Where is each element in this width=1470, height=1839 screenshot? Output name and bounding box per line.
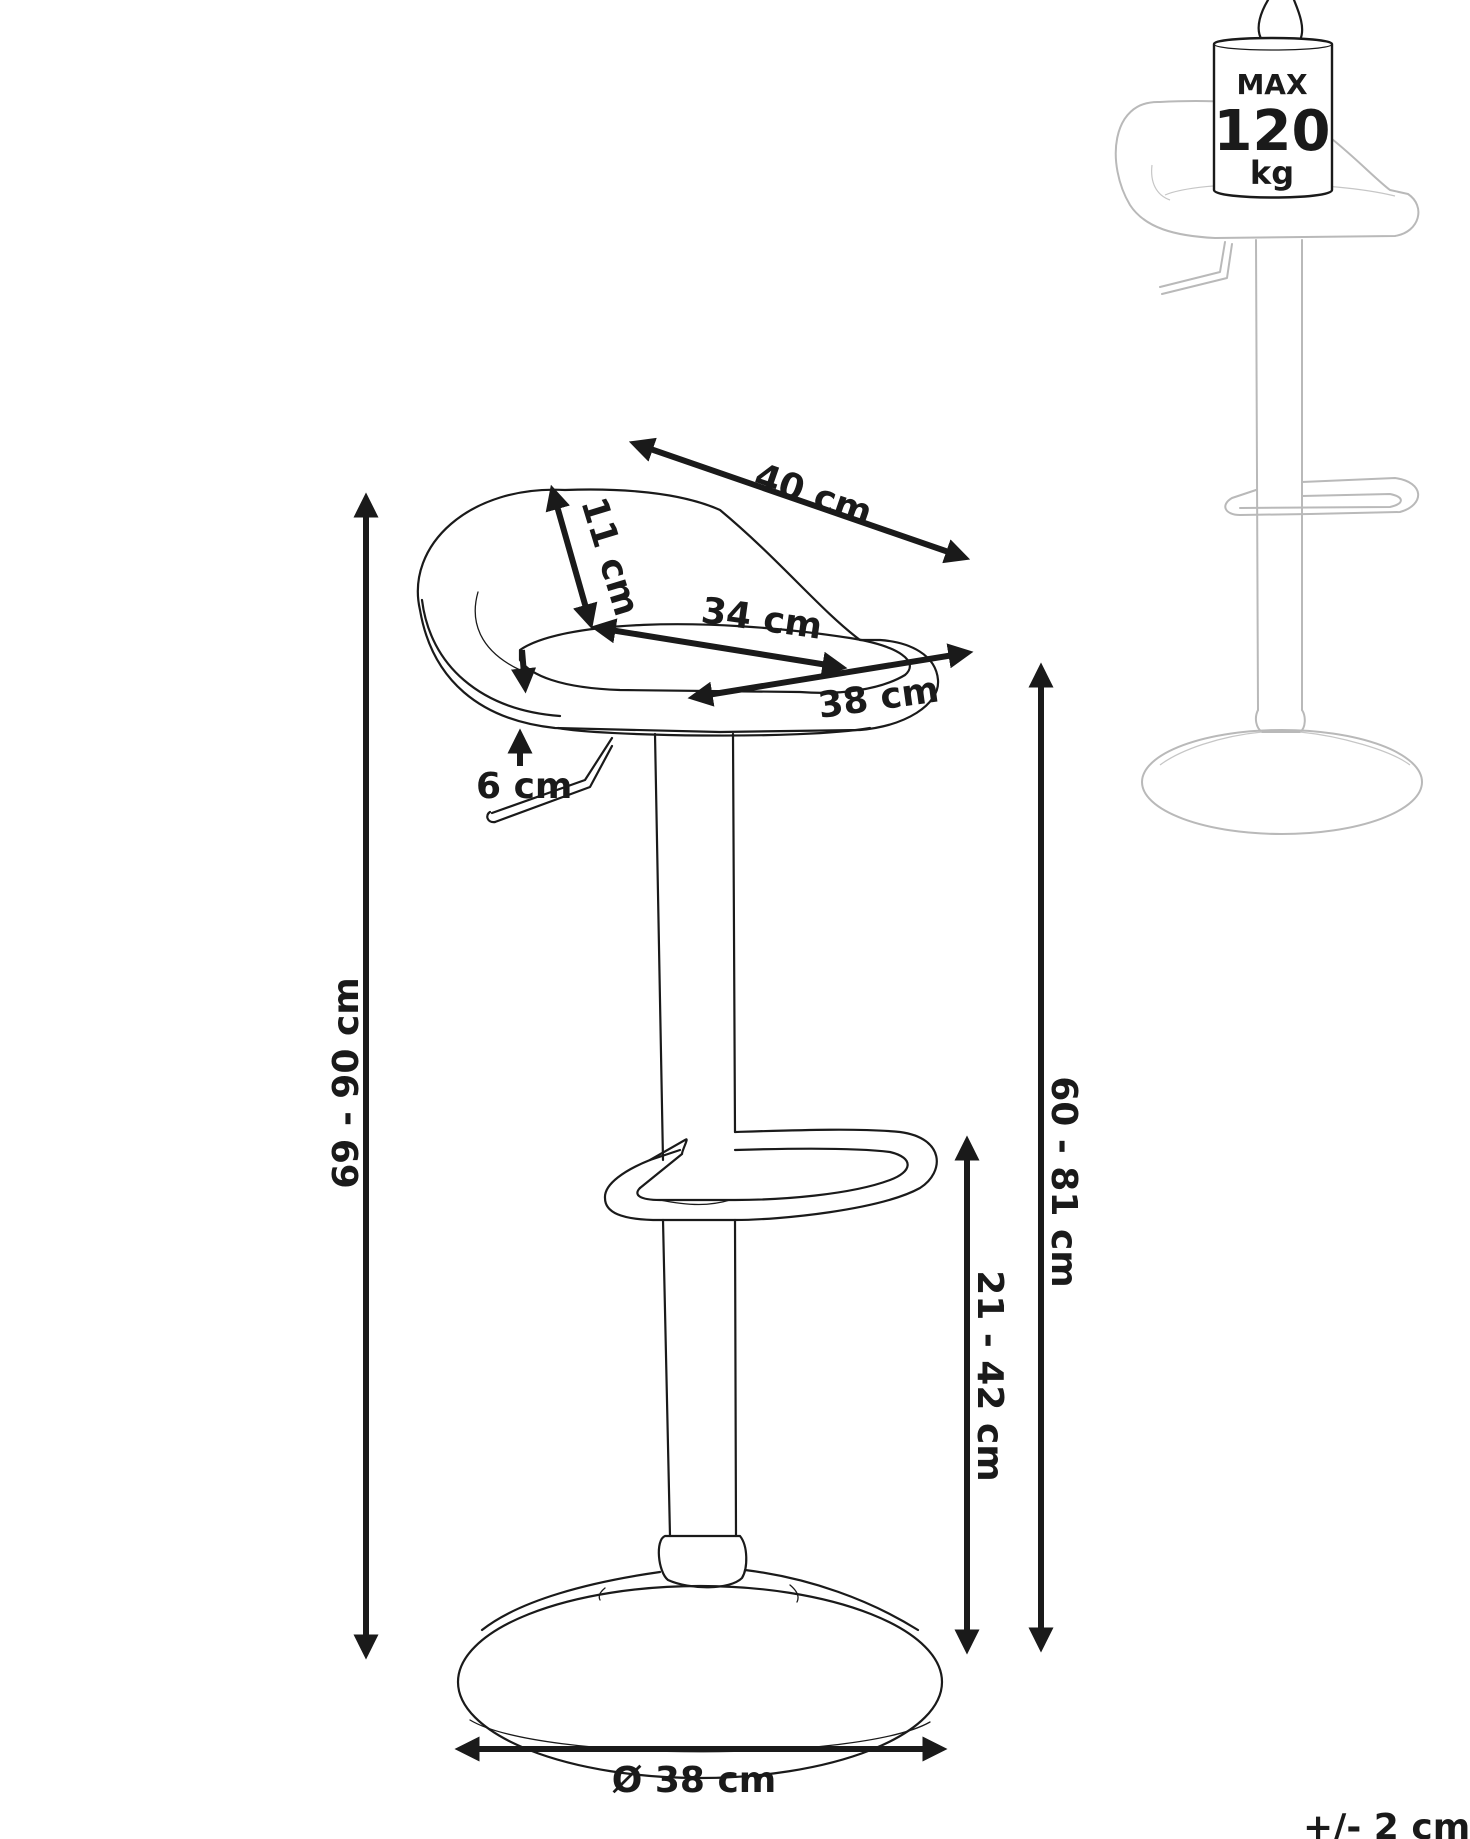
column-right-upper bbox=[731, 732, 737, 1134]
seat-bottom bbox=[556, 726, 872, 737]
label-seat-thickness: 6 cm bbox=[476, 766, 572, 807]
seat-inner-edge bbox=[420, 598, 562, 718]
arrow-seat-back-width bbox=[628, 437, 971, 564]
seat-inner-curve bbox=[474, 591, 521, 671]
arrow-backrest-height bbox=[545, 484, 598, 630]
column-left-upper bbox=[653, 732, 665, 1162]
footrest-ring bbox=[603, 1128, 938, 1222]
dimension-labels: 40 cm 11 cm 34 cm 38 cm 6 cm 69 - 90 cm … bbox=[326, 456, 1084, 1801]
label-total-height: 69 - 90 cm bbox=[326, 977, 367, 1189]
dimension-arrows bbox=[353, 437, 1054, 1762]
base-dome bbox=[480, 1568, 920, 1632]
thumb-footrest bbox=[1224, 477, 1420, 516]
thumb-column-left bbox=[1255, 239, 1259, 711]
column-right-lower bbox=[733, 1218, 738, 1538]
base-disc bbox=[456, 1584, 944, 1780]
label-seat-height: 60 - 81 cm bbox=[1043, 1076, 1084, 1288]
thumb-lever bbox=[1159, 241, 1233, 295]
tolerance-note: +/- 2 cm bbox=[1303, 1807, 1470, 1839]
footrest-rod bbox=[638, 1138, 688, 1190]
footrest-inner bbox=[659, 1199, 731, 1206]
weight-badge-value: 120 bbox=[1214, 99, 1331, 164]
weight-badge-top-edge bbox=[1213, 43, 1333, 51]
column-left-lower bbox=[661, 1218, 672, 1538]
lift-lever bbox=[490, 736, 614, 824]
label-seat-back-width: 40 cm bbox=[749, 456, 877, 534]
thumb-collar bbox=[1254, 709, 1306, 733]
thumb-seat-inner bbox=[1151, 164, 1171, 201]
arrow-seat-width bbox=[687, 643, 974, 707]
weight-badge-unit: kg bbox=[1250, 154, 1294, 192]
thumbnail-stool: MAX 120 kg bbox=[1114, 0, 1423, 835]
label-footrest-height: 21 - 42 cm bbox=[969, 1270, 1010, 1482]
arrow-seat-thickness-top bbox=[510, 649, 537, 694]
lift-lever-tip bbox=[486, 810, 497, 824]
weight-badge-max: MAX bbox=[1236, 68, 1308, 101]
weight-badge-handle bbox=[1257, 0, 1304, 42]
label-base-diameter: Ø 38 cm bbox=[612, 1760, 777, 1801]
thumb-base-disc bbox=[1141, 729, 1423, 835]
weight-badge-body bbox=[1212, 36, 1334, 199]
base-shading bbox=[598, 1584, 799, 1603]
label-seat-depth: 34 cm bbox=[699, 590, 825, 648]
label-seat-width: 38 cm bbox=[816, 669, 942, 727]
thumb-base-dome bbox=[1159, 731, 1411, 766]
column-collar bbox=[657, 1534, 748, 1589]
